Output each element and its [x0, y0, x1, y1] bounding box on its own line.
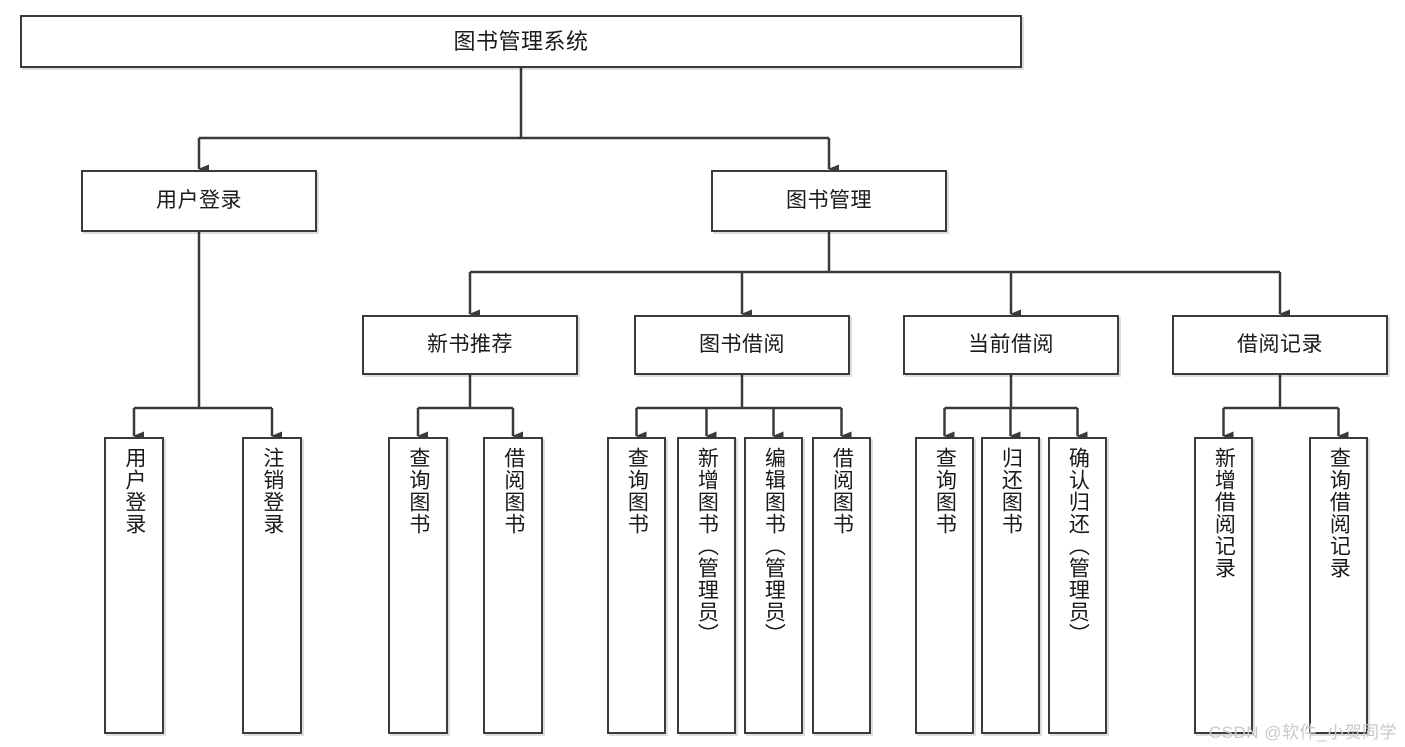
node-label-leaf_bo_add: 新增图书（管理员）: [695, 447, 719, 645]
node-label-leaf_logout: 注销登录: [260, 447, 284, 535]
node-label-leaf_bo_edit: 编辑图书（管理员）: [762, 447, 786, 645]
node-label-leaf_login: 用户登录: [122, 447, 146, 535]
node-leaf_bo_add[interactable]: 新增图书（管理员）: [677, 437, 736, 734]
node-leaf_cu_conf[interactable]: 确认归还（管理员）: [1048, 437, 1107, 734]
node-leaf_nb_borrow[interactable]: 借阅图书: [483, 437, 543, 734]
csdn-watermark: CSDN @软件_小贺同学: [1208, 723, 1397, 742]
node-label-leaf_nb_query: 查询图书: [406, 447, 430, 535]
node-leaf_logout[interactable]: 注销登录: [242, 437, 302, 734]
node-book_mgmt[interactable]: 图书管理: [711, 170, 947, 232]
edges: [132, 68, 1349, 441]
node-records[interactable]: 借阅记录: [1172, 315, 1388, 375]
node-label-user_login: 用户登录: [156, 188, 242, 212]
node-leaf_bo_lend[interactable]: 借阅图书: [812, 437, 871, 734]
node-leaf_cu_return[interactable]: 归还图书: [981, 437, 1040, 734]
node-leaf_nb_query[interactable]: 查询图书: [388, 437, 448, 734]
node-leaf_bo_query[interactable]: 查询图书: [607, 437, 666, 734]
node-current[interactable]: 当前借阅: [903, 315, 1119, 375]
node-leaf_cu_query[interactable]: 查询图书: [915, 437, 974, 734]
node-label-leaf_cu_query: 查询图书: [933, 447, 957, 535]
node-label-root: 图书管理系统: [453, 28, 589, 54]
node-borrow[interactable]: 图书借阅: [634, 315, 850, 375]
node-user_login[interactable]: 用户登录: [81, 170, 317, 232]
node-label-book_mgmt: 图书管理: [786, 188, 872, 212]
node-label-leaf_bo_lend: 借阅图书: [830, 447, 854, 535]
node-label-leaf_re_query: 查询借阅记录: [1327, 447, 1351, 579]
node-leaf_bo_edit[interactable]: 编辑图书（管理员）: [744, 437, 803, 734]
node-new_books[interactable]: 新书推荐: [362, 315, 578, 375]
node-leaf_login[interactable]: 用户登录: [104, 437, 164, 734]
node-leaf_re_add[interactable]: 新增借阅记录: [1194, 437, 1253, 734]
node-label-leaf_re_add: 新增借阅记录: [1212, 447, 1236, 579]
node-label-leaf_nb_borrow: 借阅图书: [501, 447, 525, 535]
node-label-records: 借阅记录: [1237, 332, 1323, 356]
node-label-leaf_cu_conf: 确认归还（管理员）: [1066, 447, 1090, 645]
node-label-current: 当前借阅: [968, 332, 1054, 356]
node-label-borrow: 图书借阅: [699, 332, 785, 356]
node-label-new_books: 新书推荐: [427, 332, 513, 356]
node-label-leaf_bo_query: 查询图书: [625, 447, 649, 535]
node-label-leaf_cu_return: 归还图书: [999, 447, 1023, 535]
node-leaf_re_query[interactable]: 查询借阅记录: [1309, 437, 1368, 734]
node-root[interactable]: 图书管理系统: [20, 15, 1022, 68]
